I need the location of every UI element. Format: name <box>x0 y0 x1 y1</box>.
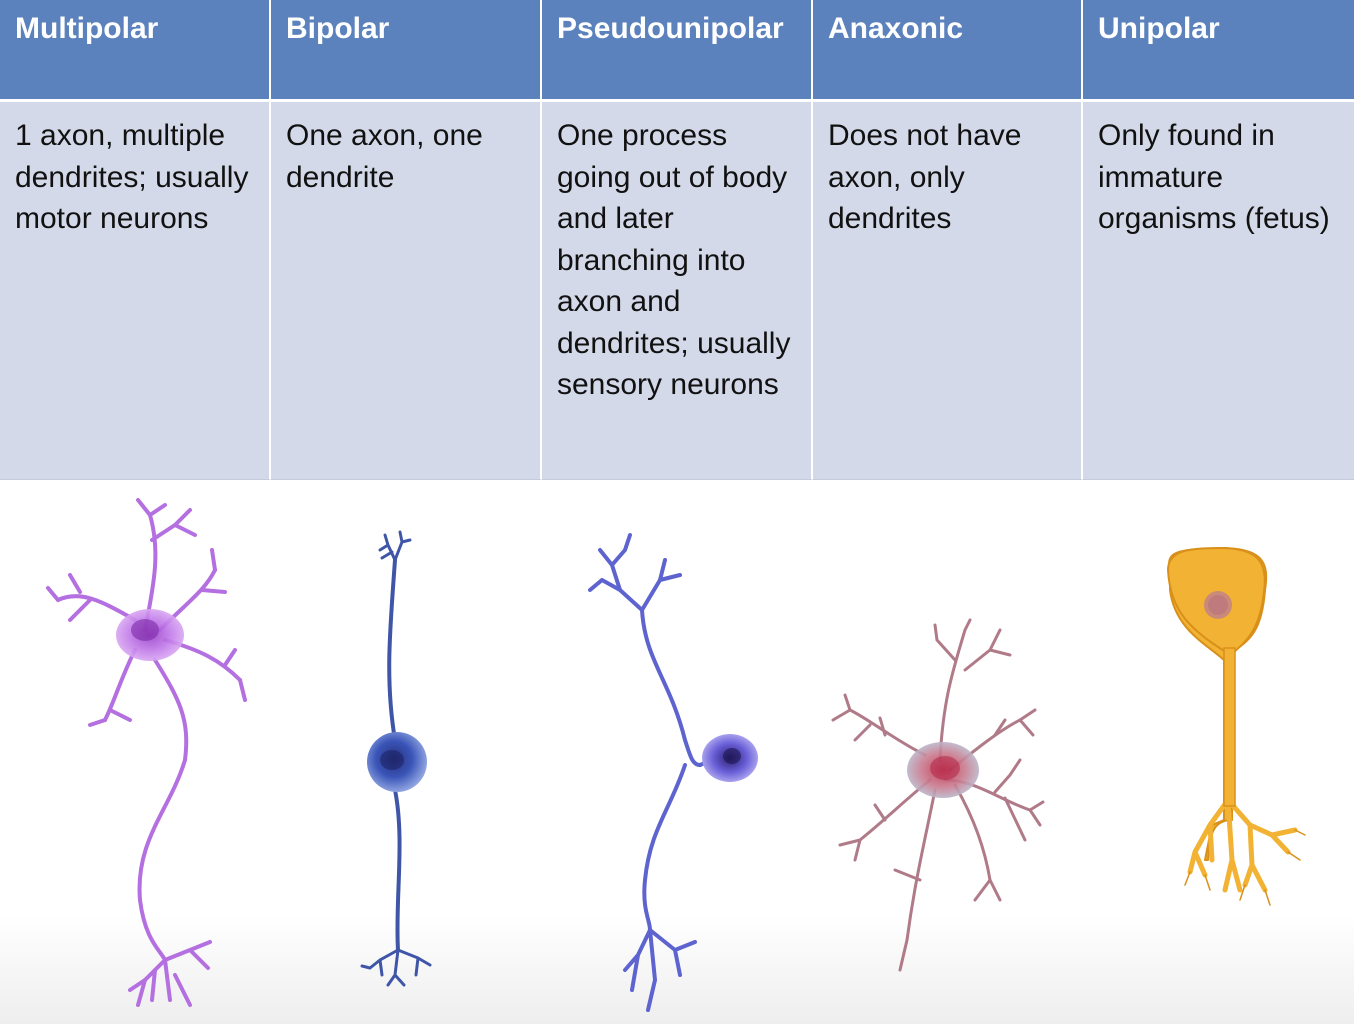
description-multipolar: 1 axon, multiple dendrites; usually moto… <box>0 102 271 480</box>
neuron-types-table: Multipolar Bipolar Pseudounipolar Anaxon… <box>0 0 1354 480</box>
multipolar-neuron-illustration <box>46 498 247 1007</box>
pseudounipolar-neuron-illustration <box>588 533 758 1012</box>
header-unipolar: Unipolar <box>1083 0 1354 102</box>
description-anaxonic: Does not have axon, only dendrites <box>813 102 1083 480</box>
neuron-illustrations-row <box>0 480 1354 1024</box>
header-bipolar: Bipolar <box>271 0 542 102</box>
unipolar-neuron-illustration <box>1166 546 1306 906</box>
header-anaxonic: Anaxonic <box>813 0 1083 102</box>
bipolar-neuron-illustration <box>360 530 432 987</box>
header-multipolar: Multipolar <box>0 0 271 102</box>
header-pseudounipolar: Pseudounipolar <box>542 0 813 102</box>
description-pseudounipolar: One process going out of body and later … <box>542 102 813 480</box>
description-unipolar: Only found in immature organisms (fetus) <box>1083 102 1354 480</box>
anaxonic-neuron-illustration <box>831 618 1045 972</box>
description-bipolar: One axon, one dendrite <box>271 102 542 480</box>
